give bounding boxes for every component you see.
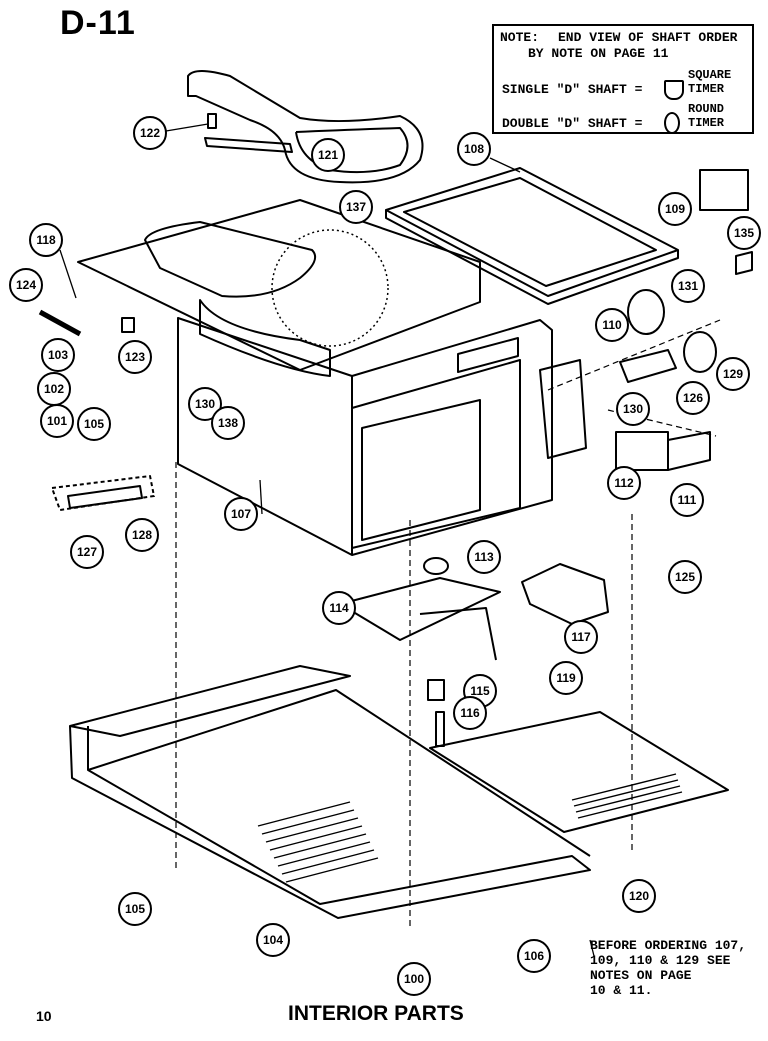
callout-119: 119: [549, 661, 583, 695]
callout-126: 126: [676, 381, 710, 415]
callout-123: 123: [118, 340, 152, 374]
page-number: 10: [36, 1008, 52, 1024]
callout-109: 109: [658, 192, 692, 226]
note-label: NOTE:: [500, 30, 540, 45]
callout-138: 138: [211, 406, 245, 440]
callout-121: 121: [311, 138, 345, 172]
callout-107: 107: [224, 497, 258, 531]
double-shaft-label: DOUBLE "D" SHAFT =: [502, 116, 643, 131]
callout-118: 118: [29, 223, 63, 257]
callout-124: 124: [9, 268, 43, 302]
callout-113: 113: [467, 540, 501, 574]
single-shaft-label: SINGLE "D" SHAFT =: [502, 82, 643, 97]
callout-131: 131: [671, 269, 705, 303]
callout-104: 104: [256, 923, 290, 957]
callout-103: 103: [41, 338, 75, 372]
callout-116: 116: [453, 696, 487, 730]
callout-100: 100: [397, 962, 431, 996]
round-timer-label: ROUND TIMER: [688, 102, 725, 130]
callout-101: 101: [40, 404, 74, 438]
callout-125: 125: [668, 560, 702, 594]
callout-130: 130: [616, 392, 650, 426]
callout-110: 110: [595, 308, 629, 342]
callout-128: 128: [125, 518, 159, 552]
section-title: INTERIOR PARTS: [288, 1002, 464, 1025]
callout-120: 120: [622, 879, 656, 913]
square-timer-icon: [664, 80, 684, 100]
callout-108: 108: [457, 132, 491, 166]
square-timer-label: SQUARE TIMER: [688, 68, 732, 96]
page-title: D-11: [60, 4, 136, 42]
note-line-2: BY NOTE ON PAGE 11: [528, 46, 669, 61]
callout-114: 114: [322, 591, 356, 625]
callout-122: 122: [133, 116, 167, 150]
callout-106: 106: [517, 939, 551, 973]
callout-137: 137: [339, 190, 373, 224]
callout-127: 127: [70, 535, 104, 569]
shaft-note-box: NOTE: END VIEW OF SHAFT ORDER BY NOTE ON…: [492, 24, 754, 134]
callout-129: 129: [716, 357, 750, 391]
callout-111: 111: [670, 483, 704, 517]
ordering-note: BEFORE ORDERING 107, 109, 110 & 129 SEE …: [590, 938, 747, 998]
round-timer-icon: [664, 112, 680, 134]
callout-105: 105: [118, 892, 152, 926]
callout-102: 102: [37, 372, 71, 406]
callout-117: 117: [564, 620, 598, 654]
note-line-1: END VIEW OF SHAFT ORDER: [558, 30, 738, 45]
callout-105: 105: [77, 407, 111, 441]
callout-135: 135: [727, 216, 761, 250]
callout-112: 112: [607, 466, 641, 500]
